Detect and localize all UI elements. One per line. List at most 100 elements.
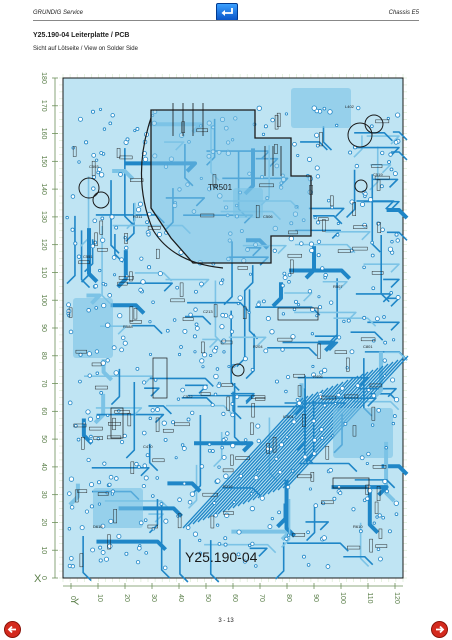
pad bbox=[384, 446, 388, 450]
pad bbox=[84, 509, 90, 514]
component-outline bbox=[108, 422, 121, 426]
pad bbox=[162, 565, 168, 571]
component-outline bbox=[287, 253, 302, 258]
trace bbox=[150, 377, 214, 387]
trace bbox=[346, 169, 356, 218]
component-outline bbox=[68, 307, 73, 318]
component-outline bbox=[369, 383, 382, 388]
pad bbox=[213, 513, 218, 518]
trace bbox=[366, 135, 400, 145]
pad bbox=[230, 402, 235, 406]
x-axis-tick-label: 40 bbox=[177, 594, 184, 602]
pad bbox=[259, 495, 265, 501]
pad bbox=[315, 174, 321, 179]
pad bbox=[394, 512, 399, 516]
pad bbox=[393, 397, 400, 403]
pad bbox=[255, 423, 261, 429]
pad bbox=[391, 421, 396, 426]
pad bbox=[194, 289, 198, 294]
pad bbox=[370, 124, 374, 129]
pad bbox=[395, 295, 401, 300]
pad bbox=[362, 265, 366, 270]
component-outline bbox=[365, 484, 369, 495]
bus-trace bbox=[227, 379, 349, 511]
y-axis-tick-label: 90 bbox=[40, 324, 47, 332]
component-outline bbox=[375, 119, 390, 124]
pad bbox=[143, 518, 148, 523]
pad bbox=[110, 113, 115, 118]
pad bbox=[388, 152, 393, 157]
pad bbox=[221, 454, 227, 460]
y-axis-tick-label: 30 bbox=[40, 491, 47, 499]
trace bbox=[132, 324, 163, 335]
pad bbox=[68, 476, 75, 482]
pad bbox=[372, 521, 376, 525]
pad bbox=[282, 275, 288, 280]
pad bbox=[337, 335, 342, 340]
trace bbox=[110, 368, 121, 406]
pad bbox=[86, 457, 91, 463]
bus-trace bbox=[207, 387, 329, 519]
x-axis-tick-label: 50 bbox=[204, 594, 211, 602]
pad bbox=[153, 378, 158, 382]
pad bbox=[177, 497, 182, 503]
pad bbox=[142, 156, 149, 162]
bus-trace bbox=[237, 375, 359, 507]
pad bbox=[316, 220, 321, 225]
component-outline bbox=[251, 403, 255, 418]
header-chassis: Chassis E5 bbox=[388, 10, 419, 16]
pad bbox=[100, 523, 106, 529]
pad bbox=[137, 465, 141, 469]
pad bbox=[215, 478, 221, 484]
pad bbox=[67, 314, 71, 318]
board-label: Y25.190-04 bbox=[185, 549, 258, 565]
component-outline bbox=[130, 461, 135, 474]
pad bbox=[182, 328, 188, 334]
component-labels: L402C519C503C506R507C551R588C213R204R406… bbox=[83, 104, 383, 529]
component-outline bbox=[181, 121, 185, 133]
transformer-label: TR501 bbox=[208, 183, 233, 192]
pad bbox=[248, 543, 252, 548]
y-axis-tick-label: 120 bbox=[40, 239, 47, 251]
pad bbox=[95, 414, 101, 419]
pad bbox=[216, 383, 222, 389]
trace bbox=[352, 146, 400, 157]
trace bbox=[305, 521, 330, 531]
pad bbox=[306, 156, 313, 162]
pad bbox=[265, 446, 270, 452]
component-label: R204 bbox=[253, 344, 263, 349]
pad bbox=[380, 150, 385, 156]
pad bbox=[362, 222, 368, 228]
previous-page-button[interactable] bbox=[4, 621, 21, 638]
pad bbox=[263, 348, 269, 354]
trace bbox=[275, 542, 285, 580]
trace bbox=[134, 272, 173, 282]
y-axis-tick-label: 170 bbox=[40, 100, 47, 112]
component-outline bbox=[288, 230, 298, 235]
component-outline bbox=[344, 394, 359, 399]
large-capacitors bbox=[78, 114, 384, 377]
pad bbox=[236, 552, 241, 557]
pad bbox=[134, 461, 139, 467]
pad bbox=[120, 335, 126, 341]
pad bbox=[215, 367, 220, 371]
pad bbox=[308, 241, 314, 247]
pad bbox=[199, 464, 205, 469]
pad bbox=[94, 349, 100, 354]
pad bbox=[68, 329, 74, 335]
pad bbox=[302, 554, 306, 559]
component-label: C522 bbox=[183, 394, 193, 399]
pad bbox=[317, 295, 321, 299]
pad bbox=[77, 160, 81, 164]
back-button[interactable] bbox=[216, 3, 238, 21]
bus-trace bbox=[217, 383, 339, 515]
return-arrow-icon bbox=[221, 7, 233, 16]
trace bbox=[148, 498, 159, 534]
trace bbox=[383, 278, 400, 288]
component-outline bbox=[242, 306, 247, 320]
x-axis-tick-label: 20 bbox=[123, 594, 130, 602]
pad bbox=[89, 482, 95, 488]
next-page-button[interactable] bbox=[431, 621, 448, 638]
pad bbox=[146, 232, 151, 237]
